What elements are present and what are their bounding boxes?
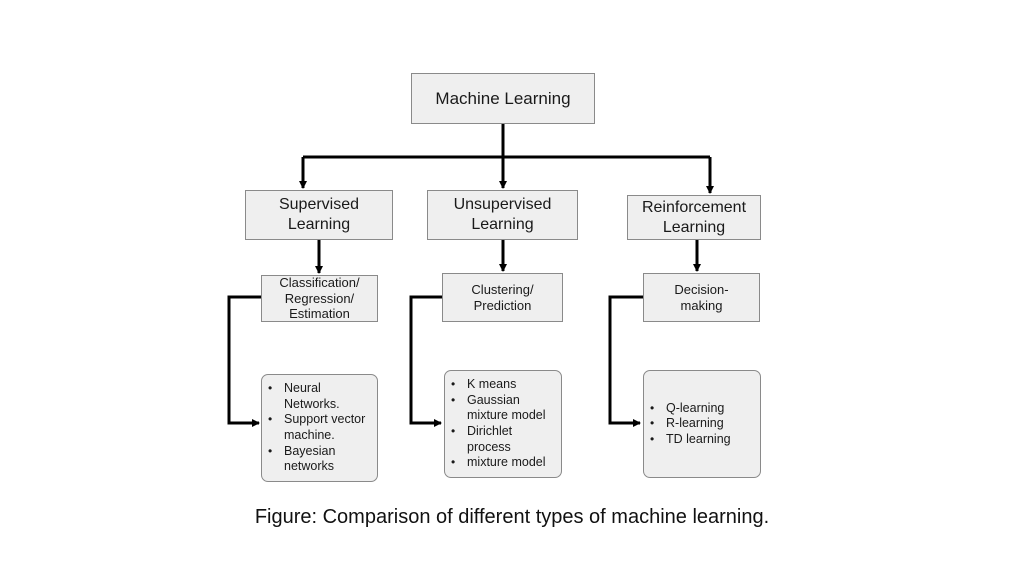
category-label: Reinforcement Learning (641, 198, 747, 236)
unsupervised-learning-node: Unsupervised Learning (427, 190, 578, 240)
unsupervised-methods-list: K means Gaussian mixture model Dirichlet… (444, 370, 562, 478)
root-node: Machine Learning (411, 73, 595, 124)
arrow-supervised-methods (227, 295, 261, 427)
category-label: Supervised Learning (278, 196, 360, 233)
method-item: K means (451, 377, 546, 393)
root-label: Machine Learning (435, 88, 571, 108)
task-label: Clustering/ Prediction (471, 281, 534, 313)
method-item: mixture model (451, 455, 545, 471)
task-label: Classification/ Regression/ Estimation (279, 274, 360, 322)
reinforcement-task-node: Decision- making (643, 273, 760, 322)
unsupervised-task-node: Clustering/ Prediction (442, 273, 563, 322)
supervised-task-node: Classification/ Regression/ Estimation (261, 275, 378, 322)
method-item: Bayesian networks (268, 444, 365, 475)
supervised-methods-list: Neural Networks. Support vector machine.… (261, 374, 378, 482)
reinforcement-methods-list: Q-learning R-learning TD learning (643, 370, 761, 478)
method-item: Gaussian mixture model (451, 393, 545, 424)
method-item: R-learning (650, 416, 731, 432)
task-label: Decision- making (674, 281, 729, 313)
arrow-reinforcement-methods (608, 295, 643, 427)
figure-caption: Figure: Comparison of different types of… (254, 506, 770, 528)
reinforcement-learning-node: Reinforcement Learning (627, 195, 761, 240)
method-item: Dirichlet process (451, 424, 546, 455)
method-item: Neural Networks. (268, 381, 365, 412)
arrow-unsupervised-methods (409, 295, 442, 427)
method-item: TD learning (650, 432, 731, 448)
category-label: Unsupervised Learning (453, 196, 552, 233)
method-item: Q-learning (650, 401, 731, 417)
method-item: Support vector machine. (268, 412, 365, 443)
supervised-learning-node: Supervised Learning (245, 190, 393, 240)
